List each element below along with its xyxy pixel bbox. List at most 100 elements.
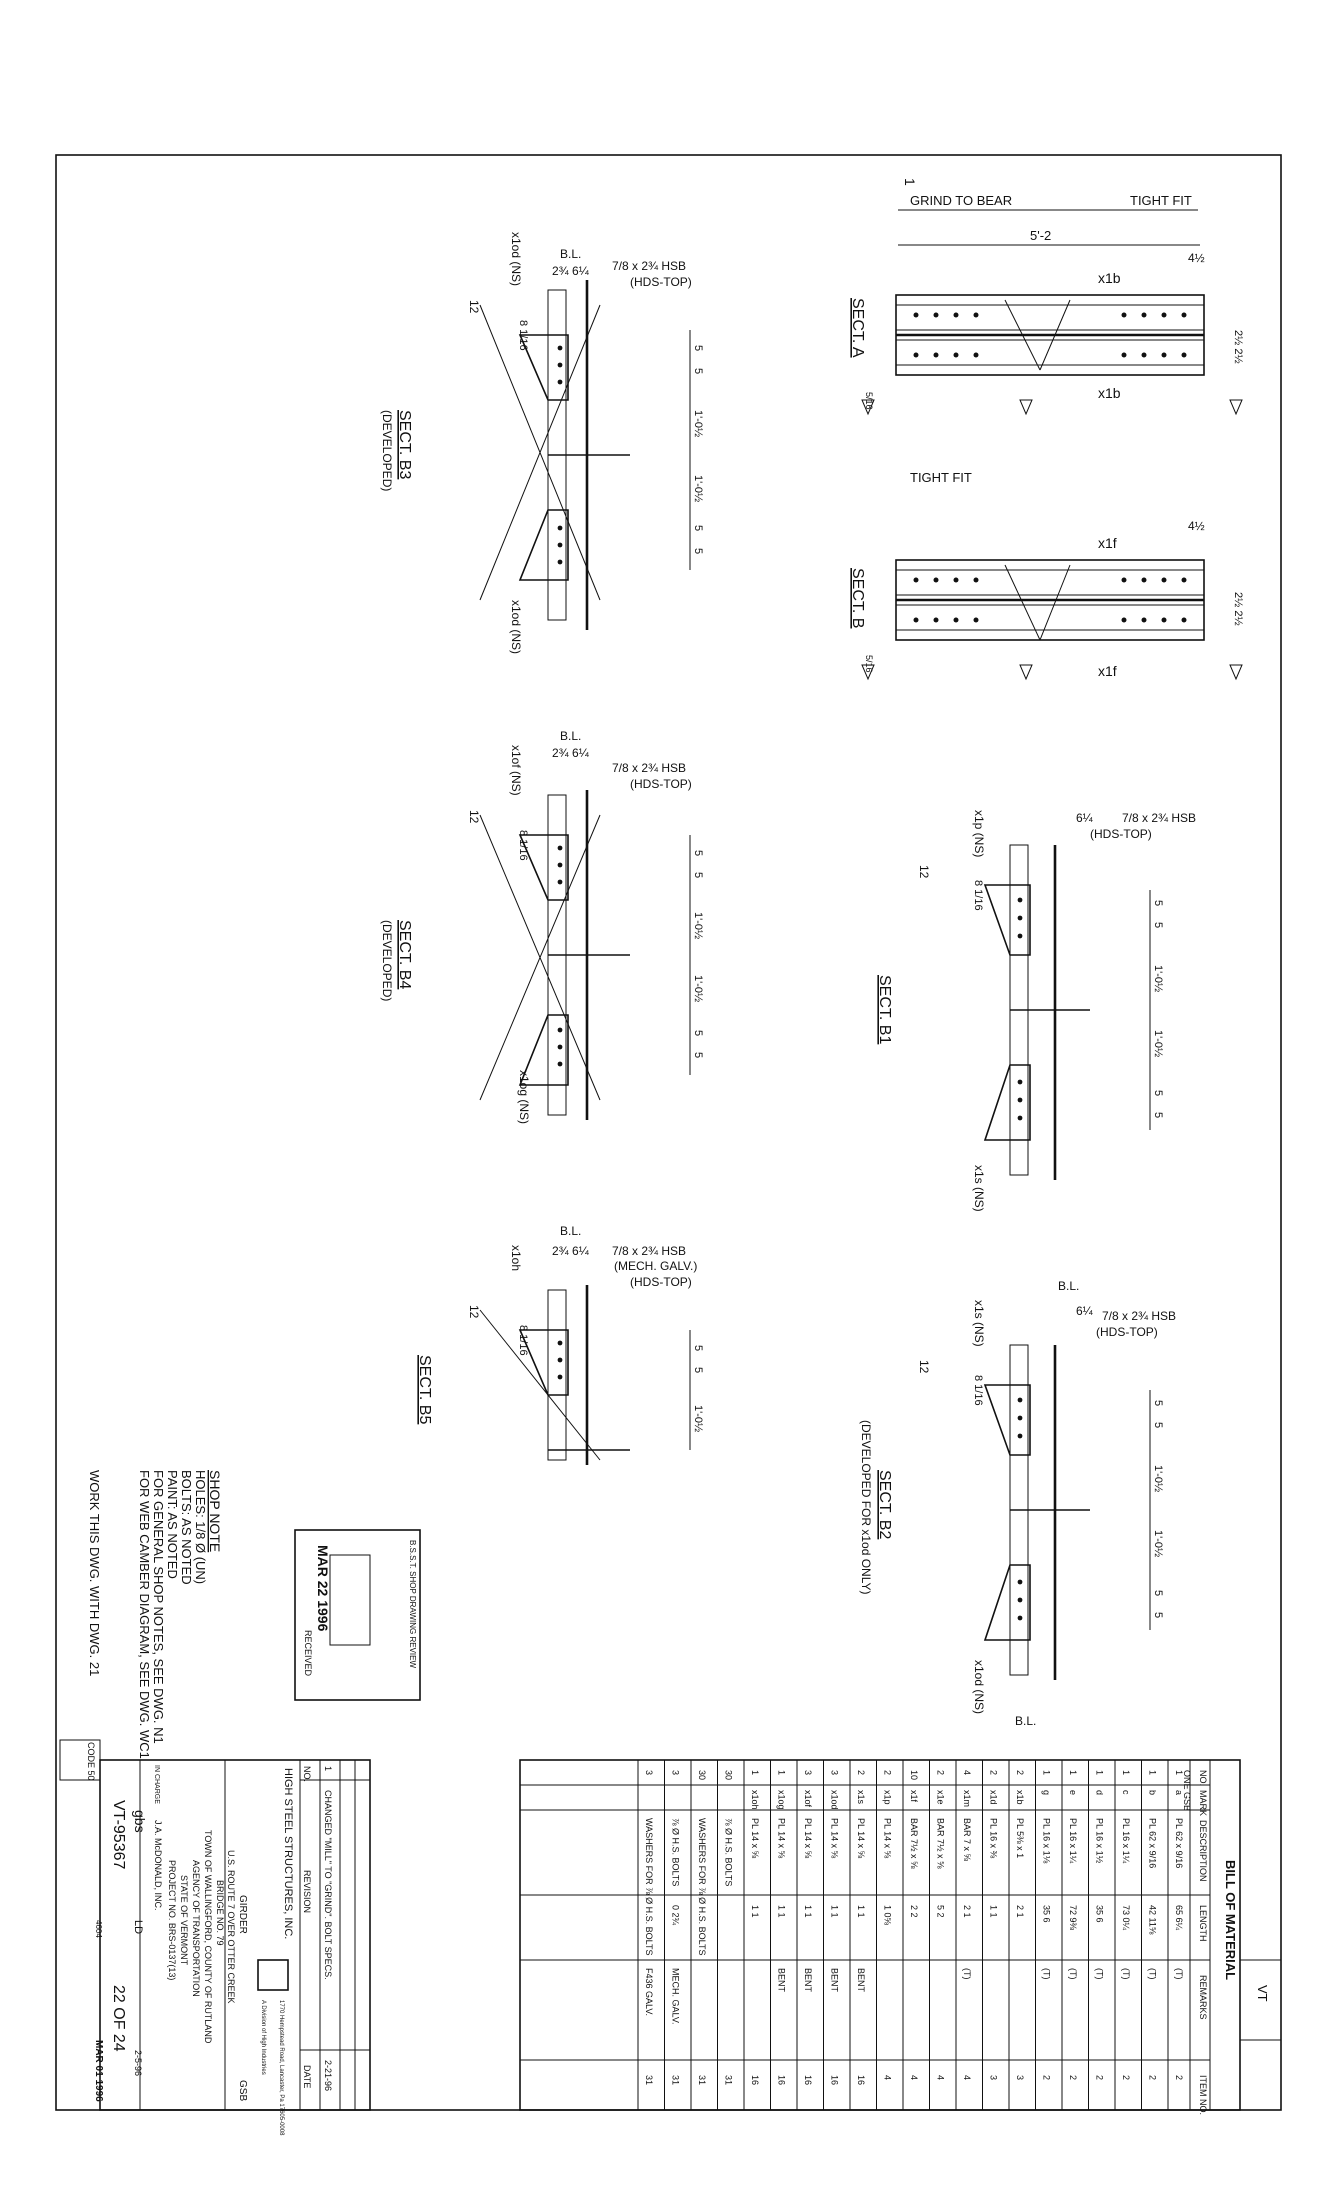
bom-cell: e [1068,1790,1078,1795]
bom-cell: BAR 7½ x ⅝ [909,1818,919,1869]
bom-cell: 30 [724,1770,734,1780]
bom-cell: x1e [936,1790,946,1805]
bom-cell: BAR 7½ x ⅝ [936,1818,946,1869]
bom-cell: 2 1 [1015,1905,1025,1918]
bom-cell: 4 [883,2075,893,2080]
bom-cell: (T) [1068,1968,1078,1980]
b3-sp-3: 1'-0½ [692,475,704,502]
bom-cell: BENT [830,1968,840,1993]
bom-cell: x1og [777,1790,787,1810]
bom-cell: 3 [644,1770,654,1775]
b2-mark1: x1s (NS) [972,1300,986,1347]
bom-cell: 1 1 [803,1905,813,1918]
b4-mark2: x1og (NS) [517,1070,531,1124]
bom-cell: 2 [989,1770,999,1775]
b5-dims: 2¾ 6¼ [552,1244,590,1258]
bom-cell: 1 1 [989,1905,999,1918]
drawn-by: gbs [132,1810,148,1833]
bom-cell: 10 [909,1770,919,1780]
b2-slope: 12 [917,1360,931,1374]
bom-cell: 1 [777,1770,787,1775]
b1-slope: 12 [917,865,931,879]
code-box: CODE 50 [86,1742,96,1781]
bom-cell: MECH. GALV. [671,1968,681,2025]
bom-cell: 2 1 [962,1905,972,1918]
bom-cell: 1 [1121,1770,1131,1775]
bom-state: VT [1255,1985,1270,2002]
bom-cell: BAR 7 x ⅝ [962,1818,972,1862]
bom-hdr-desc: DESCRIPTION [1198,1820,1208,1882]
bom-cell: 2 2 [909,1905,919,1918]
bom-cell: 31 [671,2075,681,2085]
b5-sp-2: 1'-0½ [692,1405,704,1432]
bom-cell: 73 0¼ [1121,1905,1131,1931]
form-number: 4604 [94,1920,103,1938]
bom-cell: 1 [1068,1770,1078,1775]
b1-mark1: x1p (NS) [972,810,986,857]
b1-sp-3: 1'-0½ [1152,1030,1164,1057]
bom-cell: 16 [830,2075,840,2085]
b4-hsb: 7/8 x 2¾ HSB [612,761,686,775]
b3-sp-1: 5 [692,368,704,374]
bom-cell: x1od [830,1790,840,1810]
bom-cell: (T) [1042,1968,1052,1980]
mark-x1f-bot: x1f [1098,663,1117,679]
bom-cell: 31 [644,2075,654,2085]
bom-cell: 0 2¾ [671,1905,681,1926]
bom-cell: BENT [777,1968,787,1993]
bom-cell: 2 [1015,1770,1025,1775]
b3-slope: 12 [467,300,481,314]
b4-sub: (DEVELOPED) [380,920,394,1001]
bom-cell: 31 [697,2075,707,2085]
bom-cell: 3 [1015,2075,1025,2080]
shop-note-line-4: FOR WEB CAMBER DIAGRAM, SEE DWG. WC1 [137,1470,152,1759]
bom-cell: F436 GALV. [644,1968,654,2016]
b4-bl: B.L. [560,729,581,743]
b4-rise: 8 1/16 [517,830,529,861]
b5-slope: 12 [467,1305,481,1319]
b3-hds: (HDS-TOP) [630,275,692,289]
bom-cell: ⅞ Ø H.S. BOLTS [671,1818,681,1886]
b1-title: SECT. B1 [876,975,893,1044]
item-mark: GSB [237,2080,248,2101]
bom-cell: PL 62 x 9/16 [1148,1818,1158,1868]
bom-cell: x1of [803,1790,813,1808]
bom-cell: PL 16 x 1¼ [1121,1818,1131,1864]
review-stamp: B.S.S.T. SHOP DRAWING REVIEW MAR 22 1996… [294,1529,421,1701]
shop-note-title: SHOP NOTE [207,1470,223,1552]
b1-rise: 8 1/16 [972,880,984,911]
bridge: BRIDGE NO. 79 [215,1880,225,1946]
weld-b: 5/16 [864,655,874,673]
bom-cell: PL 16 x 1½ [1095,1818,1105,1864]
b4-sp-4: 5 [692,1030,704,1036]
b2-bl: B.L. [1058,1279,1079,1293]
b3-sp-4: 5 [692,525,704,531]
bom-cell: 72 9⅜ [1068,1905,1078,1931]
rev-hdr-rev: REVISION [302,1870,312,1913]
b5-galv: (MECH. GALV.) [614,1259,697,1273]
bom-cell: c [1121,1790,1131,1795]
b4-hds: (HDS-TOP) [630,777,692,791]
bom-cell: 2 [1068,2075,1078,2080]
bom-cell: 1 [1174,1770,1184,1775]
checked-by: LD [132,1920,144,1934]
mark-x1b-top: x1b [1098,270,1121,286]
bom-cell: PL 5⅜ x 1 [1015,1818,1025,1858]
b2-sp-3: 1'-0½ [1152,1530,1164,1557]
b2-sp-5: 5 [1152,1612,1164,1618]
item-name: GIRDER [237,1895,248,1934]
bom-hdr-remarks: REMARKS [1198,1975,1208,2020]
shop-note: SHOP NOTE HOLES: 1/8 Ø (UN) BOLTS: AS NO… [87,1470,223,1759]
bom-cell: 2 [883,1770,893,1775]
b3-title: SECT. B3 [396,410,413,479]
bom-cell: PL 14 x ⅝ [856,1818,866,1859]
shop-note-work: WORK THIS DWG. WITH DWG. 21 [87,1470,102,1676]
bom-cell: 4 [936,2075,946,2080]
bom-cell: 16 [856,2075,866,2085]
b5-sp-1: 5 [692,1367,704,1373]
bom-cell: (T) [1148,1968,1158,1980]
bom-cell: 42 11⅝ [1148,1905,1158,1935]
bom-cell: 5 2 [936,1905,946,1918]
b5-mark1: x1oh [509,1245,523,1271]
